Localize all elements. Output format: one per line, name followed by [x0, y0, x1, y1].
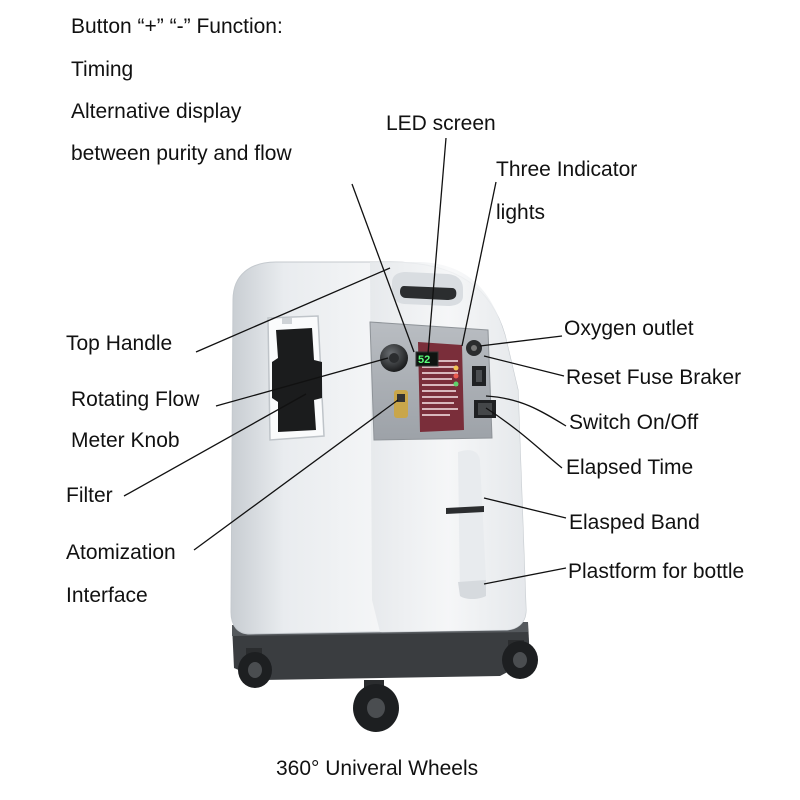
bottle-platform [458, 580, 486, 599]
led-screen-reading: 52 [418, 354, 430, 366]
bottle-recess [446, 450, 486, 599]
leader-rotating-flow [215, 357, 389, 407]
indicator-lights [453, 365, 459, 387]
elapsed-band [446, 506, 484, 514]
leader-atomization [193, 399, 399, 551]
caster-wheel-back-left [238, 648, 272, 688]
caster-wheel-front [353, 680, 399, 732]
filter-window [267, 315, 325, 441]
reset-fuse-label: Reset Fuse Braker [566, 366, 742, 389]
leader-platform [483, 567, 567, 585]
leader-lines [123, 137, 567, 585]
rotating-flow-label-line1: Rotating Flow [71, 388, 200, 411]
elapsed-time-label: Elapsed Time [566, 456, 694, 479]
elasped-band-label: Elasped Band [569, 511, 700, 534]
device-front-face [370, 262, 526, 632]
power-switch [474, 400, 496, 418]
reset-fuse [472, 366, 486, 386]
top-handle [392, 272, 463, 306]
indicator-lights-label-line1: Three Indicator [496, 158, 638, 181]
leader-filter [123, 393, 307, 497]
leader-elapsed-time [485, 407, 563, 469]
indicator-lights-label-line2: lights [496, 201, 546, 224]
leader-elasped-band [483, 497, 567, 519]
atomization-label-line1: Atomization [66, 541, 176, 564]
led-screen-label: LED screen [386, 112, 496, 135]
button-function-line-purity: between purity and flow [71, 142, 292, 165]
leader-button-function [351, 183, 415, 353]
switch-label: Switch On/Off [569, 411, 699, 434]
platform-label: Plastform for bottle [568, 560, 745, 583]
wheels-label: 360° Univeral Wheels [276, 757, 479, 780]
leader-oxygen-outlet [479, 335, 563, 347]
filter-label: Filter [66, 484, 113, 507]
leader-switch [485, 395, 567, 427]
atomization-label-line2: Interface [66, 584, 148, 607]
button-function-title: Button “+” “-” Function: [71, 15, 283, 38]
caster-wheel-back-right [502, 640, 538, 679]
oxygen-outlet [466, 340, 482, 356]
button-function-line-display: Alternative display [71, 100, 242, 123]
button-function-line-timing: Timing [71, 58, 134, 81]
led-screen: 52 [415, 351, 439, 367]
leader-indicator-lights [461, 181, 497, 347]
top-handle-label: Top Handle [66, 332, 173, 355]
leader-reset-fuse [483, 355, 565, 377]
leader-top-handle [195, 267, 391, 353]
oxygen-outlet-label: Oxygen outlet [564, 317, 694, 340]
atomization-interface [394, 390, 408, 418]
rotating-flow-knob [380, 344, 408, 372]
leader-led-screen [427, 137, 447, 355]
rotating-flow-label-line2: Meter Knob [71, 429, 180, 452]
